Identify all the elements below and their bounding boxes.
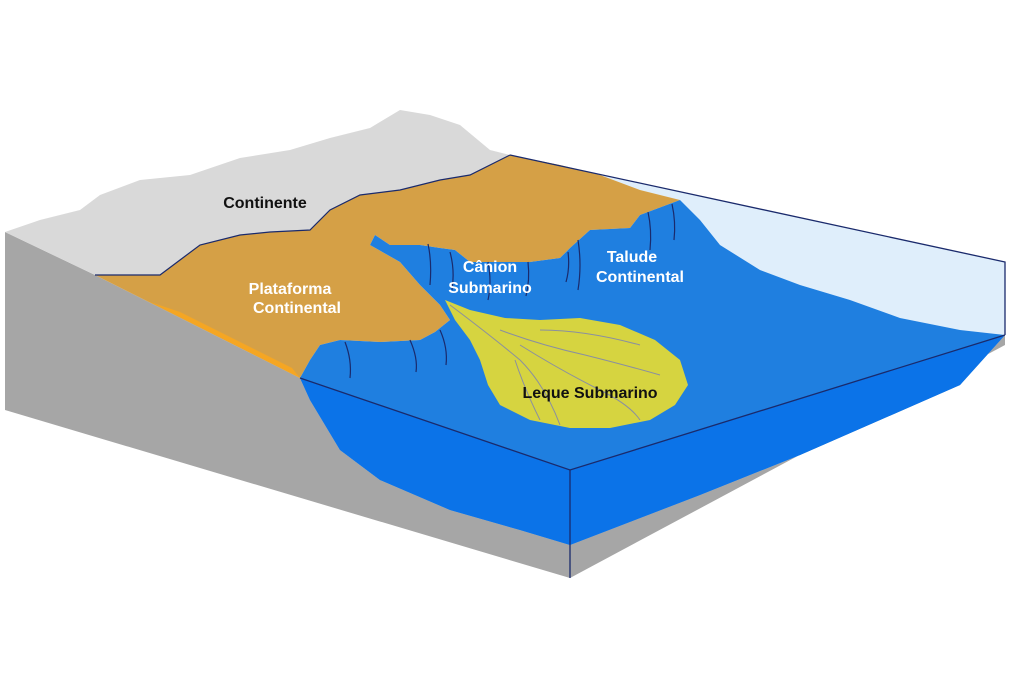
water-surface xyxy=(510,155,1005,335)
label-talude-line1: Talude xyxy=(607,249,657,266)
fan-channels xyxy=(449,304,661,426)
slope-gullies xyxy=(344,203,676,379)
block-left-side xyxy=(5,232,570,578)
label-plataforma-line1: Plataforma xyxy=(249,281,332,298)
label-plataforma-line2: Continental xyxy=(253,300,341,317)
shelf-front-edge xyxy=(150,302,300,378)
label-leque-submarino: Leque Submarino xyxy=(522,385,657,402)
water-front-face xyxy=(300,335,1005,545)
continental-shelf xyxy=(95,155,680,378)
continent-landmass xyxy=(5,110,510,275)
coastline xyxy=(95,154,511,276)
label-continente: Continente xyxy=(223,195,307,212)
label-canion-line1: Cânion xyxy=(463,259,517,276)
label-talude-line2: Continental xyxy=(596,269,684,286)
water-block-outline xyxy=(299,154,1006,578)
block-right-side xyxy=(570,335,1005,578)
label-canion-line2: Submarino xyxy=(448,280,532,297)
